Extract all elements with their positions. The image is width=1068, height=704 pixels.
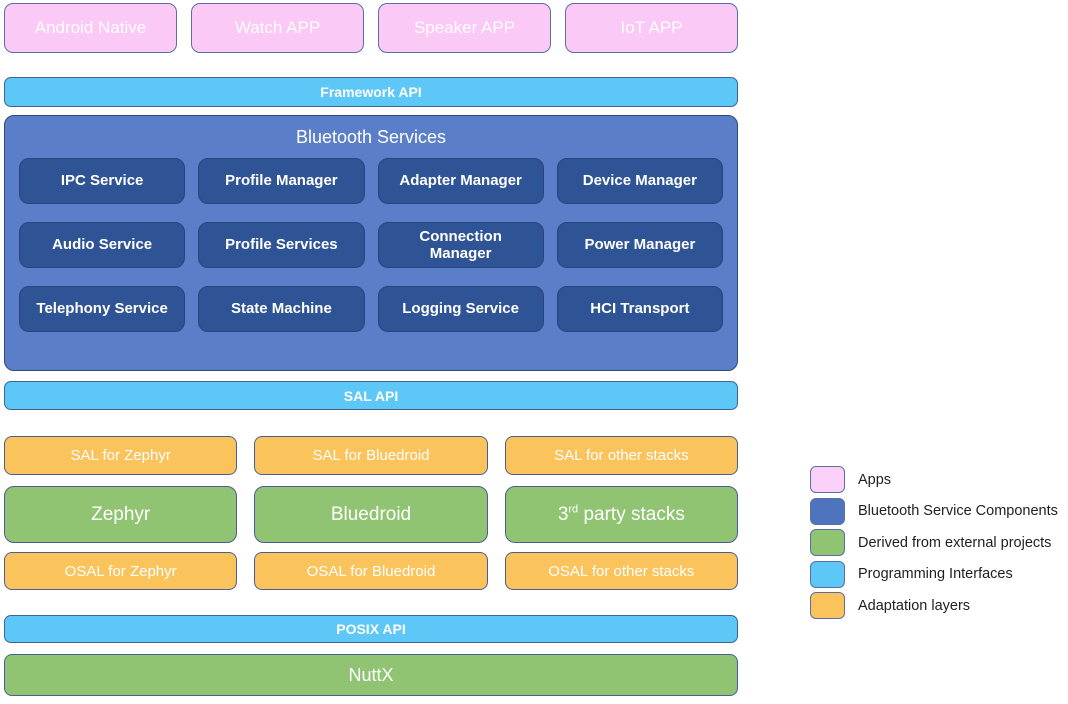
legend-label: Adaptation layers: [858, 597, 971, 614]
sal-box-bluedroid: SAL for Bluedroid: [254, 436, 488, 475]
service-label: Profile Services: [225, 236, 338, 254]
app-label: Watch APP: [234, 18, 321, 37]
sal-api-label: SAL API: [343, 387, 399, 404]
legend-swatch-derived-external: [810, 529, 845, 556]
service-box-ipc-service: IPC Service: [19, 158, 186, 204]
service-label: Profile Manager: [225, 172, 338, 190]
osal-box-other-stacks: OSAL for other stacks: [504, 552, 738, 590]
nuttx-bar: NuttX: [4, 654, 738, 696]
stack-label: Zephyr: [91, 503, 151, 525]
osal-label: OSAL for other stacks: [548, 562, 695, 580]
sal-label: SAL for Bluedroid: [312, 447, 430, 464]
stack-box-third-party: 3rd party stacks: [504, 486, 738, 543]
legend-swatch-apps: [810, 466, 845, 493]
stack-label: Bluedroid: [330, 503, 412, 525]
service-label: HCI Transport: [590, 300, 690, 318]
osal-box-zephyr: OSAL for Zephyr: [4, 552, 238, 590]
app-label: IoT APP: [620, 18, 683, 37]
legend-row-adaptation-layers: Adaptation layers: [810, 592, 1058, 619]
legend: Apps Bluetooth Service Components Derive…: [810, 466, 1058, 624]
service-box-logging-service: Logging Service: [377, 286, 544, 332]
third-party-superscript: rd: [568, 503, 579, 516]
legend-row-derived-external: Derived from external projects: [810, 529, 1058, 556]
sal-box-zephyr: SAL for Zephyr: [4, 436, 238, 475]
legend-label: Apps: [858, 471, 892, 488]
bluetooth-services-title: Bluetooth Services: [295, 127, 447, 147]
app-label: Speaker APP: [413, 18, 516, 37]
sal-adaptation-row: SAL for Zephyr SAL for Bluedroid SAL for…: [4, 436, 738, 475]
service-box-profile-manager: Profile Manager: [198, 158, 365, 204]
legend-label: Derived from external projects: [858, 534, 1052, 551]
osal-label: OSAL for Bluedroid: [306, 562, 436, 580]
app-box-iot-app: IoT APP: [565, 3, 738, 53]
legend-row-bluetooth-service-components: Bluetooth Service Components: [810, 497, 1058, 525]
service-box-power-manager: Power Manager: [556, 222, 723, 268]
osal-label: OSAL for Zephyr: [64, 562, 177, 580]
sal-label: SAL for Zephyr: [70, 447, 171, 464]
bluetooth-services-grid: IPC Service Profile Manager Adapter Mana…: [19, 158, 723, 332]
service-box-hci-transport: HCI Transport: [556, 286, 723, 332]
service-label: Power Manager: [584, 236, 696, 254]
diagram-main-column: Android Native Watch APP Speaker APP IoT…: [4, 0, 738, 696]
stack-label: 3rd party stacks: [558, 504, 685, 526]
service-label: Logging Service: [402, 300, 519, 318]
osal-box-bluedroid: OSAL for Bluedroid: [254, 552, 488, 590]
service-label: IPC Service: [60, 172, 144, 190]
app-box-speaker-app: Speaker APP: [378, 3, 551, 53]
sal-api-bar: SAL API: [4, 381, 738, 410]
third-party-rest: party stacks: [578, 503, 685, 525]
sal-label: SAL for other stacks: [554, 447, 689, 464]
service-box-profile-services: Profile Services: [198, 222, 365, 268]
external-stacks-row: Zephyr Bluedroid 3rd party stacks: [4, 486, 738, 543]
framework-api-bar: Framework API: [4, 77, 738, 107]
service-label: Telephony Service: [36, 300, 168, 318]
nuttx-label: NuttX: [348, 664, 394, 685]
app-box-watch-app: Watch APP: [191, 3, 364, 53]
stack-box-bluedroid: Bluedroid: [254, 486, 488, 543]
third-party-base: 3: [557, 503, 569, 525]
service-label: Audio Service: [52, 236, 153, 254]
service-box-adapter-manager: Adapter Manager: [377, 158, 544, 204]
legend-swatch-adaptation-layers: [810, 592, 845, 619]
service-box-audio-service: Audio Service: [19, 222, 186, 268]
service-box-telephony-service: Telephony Service: [19, 286, 186, 332]
app-label: Android Native: [34, 18, 147, 37]
service-box-device-manager: Device Manager: [556, 158, 723, 204]
posix-api-bar: POSIX API: [4, 615, 738, 643]
legend-label: Bluetooth Service Components: [858, 503, 1058, 519]
legend-label: Programming Interfaces: [858, 566, 1013, 582]
bluetooth-services-container: Bluetooth Services IPC Service Profile M…: [4, 115, 738, 371]
service-label: State Machine: [230, 300, 332, 318]
legend-swatch-programming-interfaces: [810, 560, 845, 588]
legend-swatch-bluetooth-service-components: [810, 497, 845, 525]
sal-box-other-stacks: SAL for other stacks: [504, 436, 738, 475]
service-label: Adapter Manager: [399, 172, 522, 190]
service-label: Device Manager: [582, 172, 697, 190]
osal-adaptation-row: OSAL for Zephyr OSAL for Bluedroid OSAL …: [4, 552, 738, 590]
app-box-android-native: Android Native: [4, 3, 177, 53]
posix-api-label: POSIX API: [336, 621, 406, 637]
stack-box-zephyr: Zephyr: [4, 486, 238, 543]
framework-api-label: Framework API: [320, 84, 422, 100]
apps-row: Android Native Watch APP Speaker APP IoT…: [4, 3, 738, 53]
service-box-connection-manager: Connection Manager: [377, 222, 544, 268]
legend-row-programming-interfaces: Programming Interfaces: [810, 560, 1058, 588]
legend-row-apps: Apps: [810, 466, 1058, 493]
service-label: Connection Manager: [419, 227, 502, 262]
service-box-state-machine: State Machine: [198, 286, 365, 332]
